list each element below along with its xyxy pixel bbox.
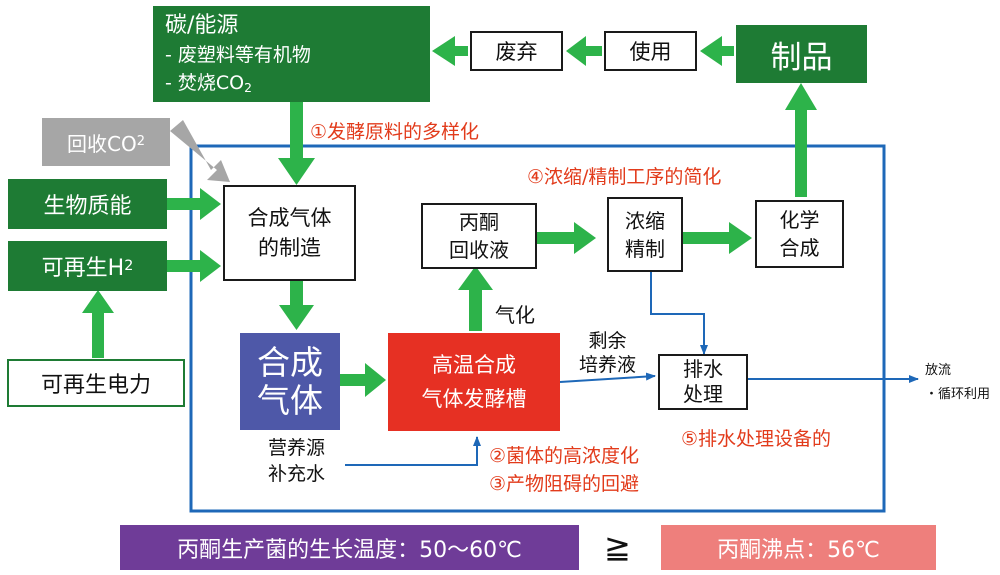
biomass-box: 生物质能 [8, 179, 167, 229]
point-1-label: ①发酵原料的多样化 [310, 121, 480, 143]
syngas-box: 合成 气体 [240, 333, 340, 430]
arrow-syngas-to-fermenter [340, 363, 386, 397]
point-2-label: ②菌体的高浓度化 [489, 445, 640, 467]
arrow-concentration-to-wastewater [650, 272, 708, 355]
residual-medium-label: 剩余 培养液 [579, 330, 637, 376]
use-box: 使用 [604, 31, 697, 71]
product-box: 制品 [736, 25, 867, 83]
syngas-production-box: 合成气体 的制造 [223, 185, 356, 281]
acetone-recovery-box: 丙酮 回收液 [421, 203, 537, 269]
gasification-label: 气化 [495, 303, 535, 327]
renewable-power-box: 可再生电力 [7, 359, 185, 407]
fermenter-box: 高温合成 气体发酵槽 [388, 333, 560, 431]
arrow-h2-to-syngas-production [167, 250, 221, 282]
arrow-waste-to-carbon [432, 36, 468, 66]
arrow-biomass-to-syngas-production [167, 188, 221, 220]
carbon-energy-line1: - 废塑料等有机物 [165, 44, 311, 66]
nutrients-label: 营养源 补充水 [268, 437, 326, 485]
growth-temperature-box: 丙酮生产菌的生长温度：50～60℃ [120, 525, 579, 570]
arrow-carbon-to-syngas-production [278, 102, 315, 185]
concentration-box: 浓缩 精制 [607, 197, 683, 272]
point-4-label: ④浓缩/精制工序的简化 [527, 166, 722, 188]
point-3-label: ③产物阻碍的回避 [489, 473, 640, 495]
carbon-energy-line2: - 焚烧CO2 [165, 72, 252, 96]
arrow-concentration-to-chem [683, 222, 752, 254]
wastewater-box: 排水 处理 [658, 354, 748, 410]
discharge-label: 放流 ・循环利用 [925, 363, 991, 402]
chemical-synthesis-box: 化学 合成 [755, 200, 844, 268]
arrow-use-to-waste [566, 36, 602, 66]
arrow-fermenter-to-wastewater [559, 372, 656, 383]
process-frame [189, 144, 886, 513]
comparison-symbol: ≧ [604, 528, 631, 566]
arrow-acetone-recovery-to-concentration [537, 222, 596, 254]
arrow-nutrients-to-fermenter [345, 436, 481, 466]
carbon-energy-title: 碳/能源 [165, 13, 239, 38]
arrow-syngas-production-to-syngas [279, 281, 314, 330]
boiling-point-box: 丙酮沸点：56℃ [661, 525, 936, 570]
waste-box: 废弃 [470, 31, 563, 71]
arrow-product-to-use [700, 36, 734, 66]
arrow-chem-to-product [785, 83, 817, 197]
point-5-label: ⑤排水处理设备的 [681, 428, 832, 450]
carbon-energy-box: 碳/能源 - 废塑料等有机物 - 焚烧CO2 [153, 6, 430, 102]
arrow-fermenter-to-acetone-recovery [458, 266, 493, 331]
arrow-power-to-h2 [82, 290, 114, 358]
arrow-co2-to-syngas-production [170, 120, 230, 182]
